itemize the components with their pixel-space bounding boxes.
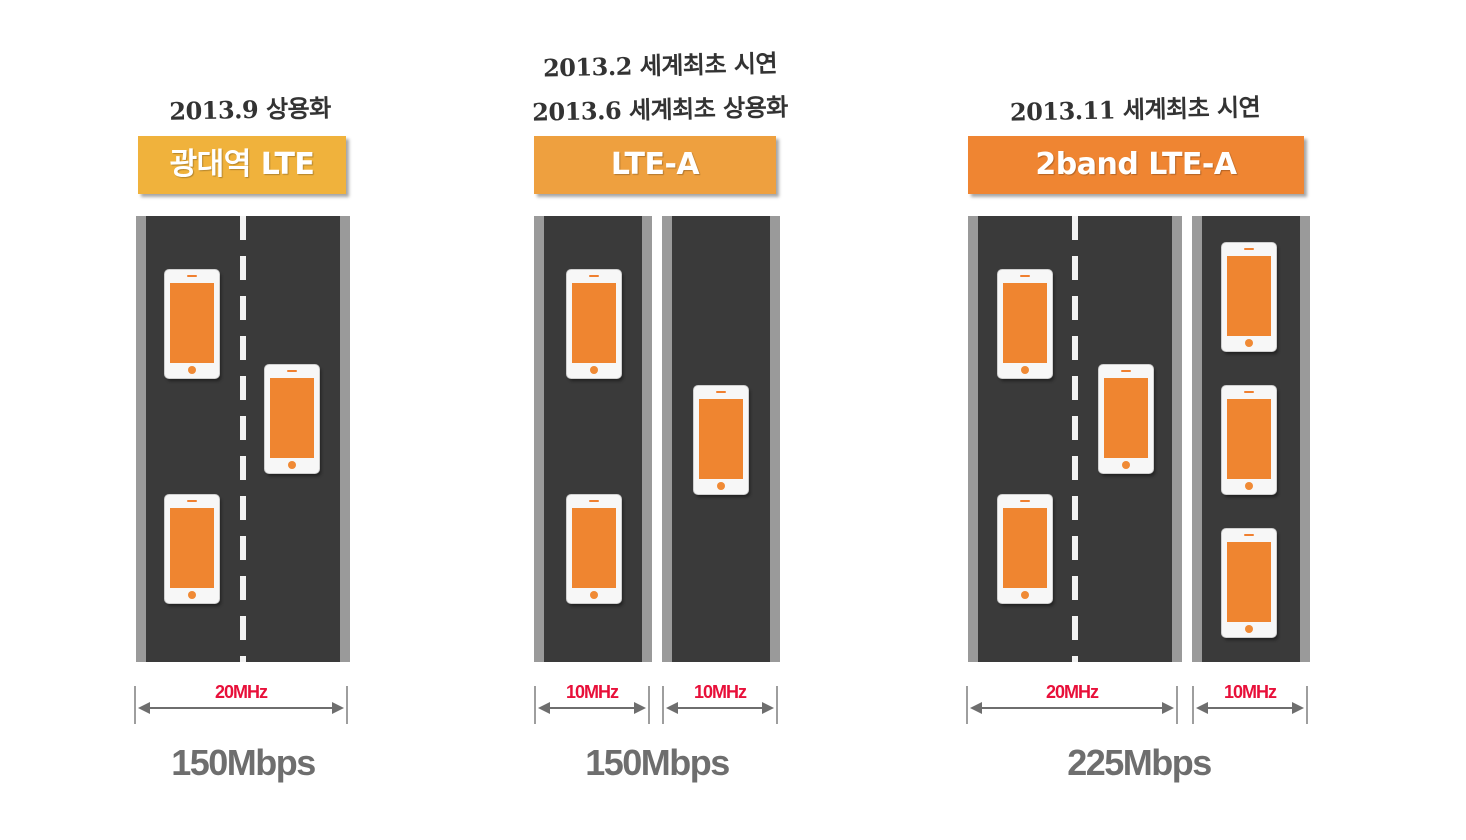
smartphone-icon — [567, 270, 621, 378]
group-note: 2013.9 상용화 — [169, 93, 332, 126]
arrow-right-icon — [332, 702, 344, 714]
speed-label: 150Mbps — [171, 742, 316, 783]
arrow-right-icon — [1162, 702, 1174, 714]
road — [968, 216, 1182, 662]
bandwidth-dimension: 10MHz — [662, 682, 778, 726]
smartphone-icon — [165, 270, 219, 378]
smartphone-icon — [265, 365, 319, 473]
smartphone-icon — [1099, 365, 1153, 473]
arrow-left-icon — [1196, 702, 1208, 714]
lane-divider — [240, 216, 246, 662]
smartphone-icon — [1222, 529, 1276, 637]
smartphone-icon — [567, 495, 621, 603]
arrow-left-icon — [538, 702, 550, 714]
arrow-right-icon — [1292, 702, 1304, 714]
bandwidth-label: 20MHz — [1045, 682, 1099, 702]
arrow-right-icon — [634, 702, 646, 714]
arrow-left-icon — [970, 702, 982, 714]
smartphone-icon — [998, 495, 1052, 603]
bandwidth-label: 20MHz — [214, 682, 268, 702]
bandwidth-label: 10MHz — [565, 682, 619, 702]
group-title: LTE-A — [534, 136, 776, 194]
road — [534, 216, 652, 662]
group-note: 2013.6 세계최초 상용화 — [531, 92, 789, 127]
arrow-left-icon — [138, 702, 150, 714]
smartphone-icon — [998, 270, 1052, 378]
arrow-right-icon — [762, 702, 774, 714]
bandwidth-label: 10MHz — [1223, 682, 1277, 702]
arrow-left-icon — [666, 702, 678, 714]
bandwidth-dimension: 20MHz — [966, 682, 1178, 726]
bandwidth-label: 10MHz — [693, 682, 747, 702]
smartphone-icon — [694, 386, 748, 494]
group-title: 광대역 LTE — [138, 136, 346, 194]
smartphone-icon — [165, 495, 219, 603]
lane-divider — [1072, 216, 1078, 662]
speed-label: 225Mbps — [1067, 742, 1212, 783]
bandwidth-dimension: 20MHz — [134, 682, 348, 726]
group-title: 2band LTE-A — [968, 136, 1304, 194]
road — [1192, 216, 1310, 662]
smartphone-icon — [1222, 243, 1276, 351]
group-note: 2013.11 세계최초 시연 — [1009, 92, 1261, 127]
bandwidth-dimension: 10MHz — [534, 682, 650, 726]
smartphone-icon — [1222, 386, 1276, 494]
group-note: 2013.2 세계최초 시연 — [542, 48, 778, 83]
road — [136, 216, 350, 662]
bandwidth-dimension: 10MHz — [1192, 682, 1308, 726]
road — [662, 216, 780, 662]
speed-label: 150Mbps — [585, 742, 730, 783]
